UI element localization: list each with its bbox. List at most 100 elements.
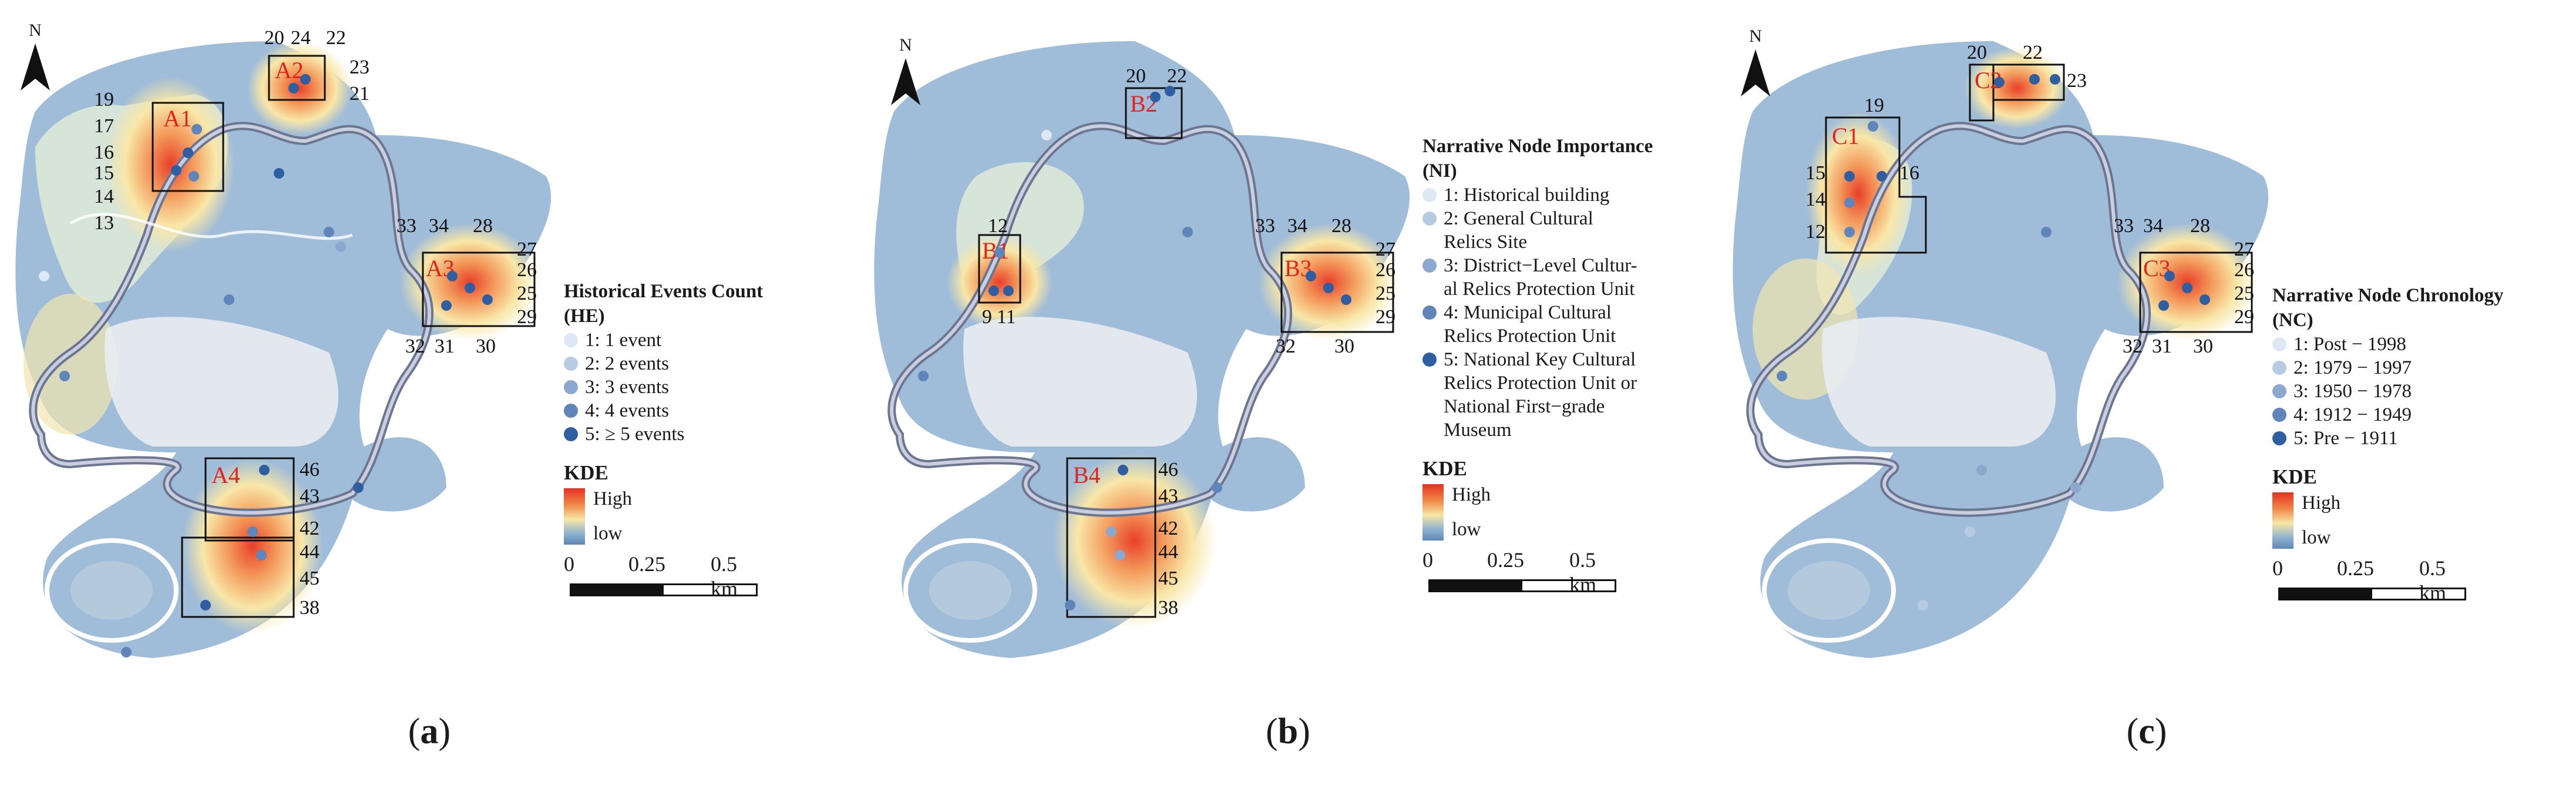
panel-b: B1 B2 B3 B4 12 9 11 20 22 33 34 28 27 26… <box>859 0 1717 792</box>
svg-text:32: 32 <box>2123 335 2143 357</box>
zone-label-b4: B4 <box>1073 462 1101 488</box>
legend-dot-icon <box>564 357 578 371</box>
event-nodes-b <box>918 86 1351 610</box>
svg-text:34: 34 <box>1287 215 1307 237</box>
svg-text:43: 43 <box>300 485 320 507</box>
legend-item: 2: 1979 − 1997 <box>2272 356 2504 380</box>
svg-text:43: 43 <box>1158 485 1178 507</box>
svg-text:19: 19 <box>94 89 114 110</box>
svg-text:27: 27 <box>517 239 537 260</box>
svg-text:12: 12 <box>1805 221 1825 243</box>
svg-text:42: 42 <box>1158 518 1178 539</box>
north-arrow-icon <box>891 58 920 105</box>
svg-text:21: 21 <box>349 83 369 105</box>
legend-dot-icon <box>2272 431 2286 445</box>
event-nodes-c <box>1777 74 2210 610</box>
legend-item: 3: 3 events <box>564 375 764 399</box>
event-nodes-a <box>39 74 493 657</box>
svg-text:30: 30 <box>476 335 496 357</box>
legend-item: 4: 1912 − 1949 <box>2272 403 2504 427</box>
svg-text:30: 30 <box>1334 335 1354 357</box>
legend-item-label: 2: General Cultural Relics Site <box>1444 208 1593 253</box>
node-number-labels-c: 20 22 23 19 15 16 14 12 33 34 28 27 26 2… <box>1805 42 2254 357</box>
legend-dot-icon <box>1422 188 1437 202</box>
svg-text:22: 22 <box>2023 42 2043 63</box>
caption-a: (a) <box>408 712 451 751</box>
svg-text:45: 45 <box>1158 568 1178 589</box>
svg-text:26: 26 <box>1376 259 1395 281</box>
svg-text:34: 34 <box>2143 215 2163 237</box>
kde-high-label: High <box>593 488 632 509</box>
panel-c: C1 C2 C3 20 22 23 19 15 16 14 12 33 34 2… <box>1717 0 2576 792</box>
zone-label-c1: C1 <box>1832 123 1859 149</box>
legend-item: 1: Historical building <box>1422 183 1653 207</box>
svg-text:22: 22 <box>1167 65 1187 87</box>
north-arrow-b: N <box>888 35 923 111</box>
legend-item-label: 1: Post − 1998 <box>2293 334 2406 355</box>
panel-a: A1 A2 A3 A4 19 17 16 15 14 13 20 24 <box>0 0 859 792</box>
legend-item-label: 3: 1950 − 1978 <box>2293 381 2412 402</box>
map-b: B1 B2 B3 B4 12 9 11 20 22 33 34 28 27 26… <box>874 41 1410 658</box>
svg-text:22: 22 <box>326 27 346 49</box>
svg-text:31: 31 <box>2152 335 2172 357</box>
legend-dot-icon <box>2272 384 2286 398</box>
legend-item-label: 4: 4 events <box>585 400 669 421</box>
legend-dot-icon <box>1422 306 1437 320</box>
legend-item: 3: District−Level Cultur- al Relics Prot… <box>1422 254 1653 301</box>
zone-label-a4: A4 <box>211 462 240 488</box>
legend-dot-icon <box>1422 353 1437 367</box>
legend-dot-icon <box>1422 212 1437 226</box>
svg-text:46: 46 <box>300 459 320 481</box>
legend-item-label: 2: 2 events <box>585 353 669 374</box>
svg-text:34: 34 <box>429 215 449 237</box>
svg-text:46: 46 <box>1158 459 1178 481</box>
svg-text:12: 12 <box>988 215 1008 237</box>
svg-text:30: 30 <box>2193 335 2213 357</box>
svg-text:13: 13 <box>94 212 114 234</box>
svg-text:24: 24 <box>291 27 311 49</box>
svg-text:29: 29 <box>2234 306 2254 328</box>
svg-text:26: 26 <box>517 259 537 281</box>
svg-text:32: 32 <box>1276 335 1296 357</box>
legend-item-label: 1: 1 event <box>585 330 662 351</box>
svg-text:15: 15 <box>1805 162 1825 184</box>
legend-item-label: 4: 1912 − 1949 <box>2293 404 2412 425</box>
svg-text:29: 29 <box>1376 306 1395 328</box>
svg-text:19: 19 <box>1864 95 1884 116</box>
zone-label-a2: A2 <box>275 57 304 83</box>
legend-dot-icon <box>2272 361 2286 375</box>
map-c: C1 C2 C3 20 22 23 19 15 16 14 12 33 34 2… <box>1733 41 2269 658</box>
kde-low-label: low <box>593 523 623 544</box>
legend-item: 4: 4 events <box>564 399 764 422</box>
svg-text:38: 38 <box>1158 597 1178 619</box>
legend-dot-icon <box>564 404 578 418</box>
svg-text:28: 28 <box>1331 215 1351 237</box>
legend-item-label: 2: 1979 − 1997 <box>2293 357 2412 378</box>
legend-item-label: 1: Historical building <box>1444 184 1610 206</box>
svg-text:26: 26 <box>2234 259 2254 281</box>
legend-item-label: 5: ≥ 5 events <box>585 424 685 445</box>
svg-text:44: 44 <box>1158 541 1178 563</box>
legend-item: 2: General Cultural Relics Site <box>1422 207 1653 254</box>
svg-text:27: 27 <box>2234 239 2254 260</box>
legend-title-b: Narrative Node Importance (NI) <box>1422 136 1653 182</box>
zone-label-a1: A1 <box>163 105 192 132</box>
legend-item-label: 5: Pre − 1911 <box>2293 428 2398 449</box>
svg-text:42: 42 <box>300 518 320 539</box>
legend-item-label: 5: National Key Cultural Relics Protecti… <box>1444 349 1637 441</box>
svg-text:27: 27 <box>1376 239 1395 260</box>
caption-b: (b) <box>1266 712 1310 751</box>
svg-text:23: 23 <box>349 56 369 78</box>
svg-text:38: 38 <box>300 597 320 619</box>
north-arrow-c: N <box>1738 26 1773 102</box>
svg-text:31: 31 <box>435 335 455 357</box>
svg-text:15: 15 <box>94 162 114 184</box>
legend-dot-icon <box>2272 337 2286 351</box>
north-arrow-icon <box>21 43 50 90</box>
svg-text:17: 17 <box>94 115 114 137</box>
svg-text:44: 44 <box>300 541 320 563</box>
legend-item: 3: 1950 − 1978 <box>2272 380 2504 403</box>
svg-text:45: 45 <box>300 568 320 589</box>
